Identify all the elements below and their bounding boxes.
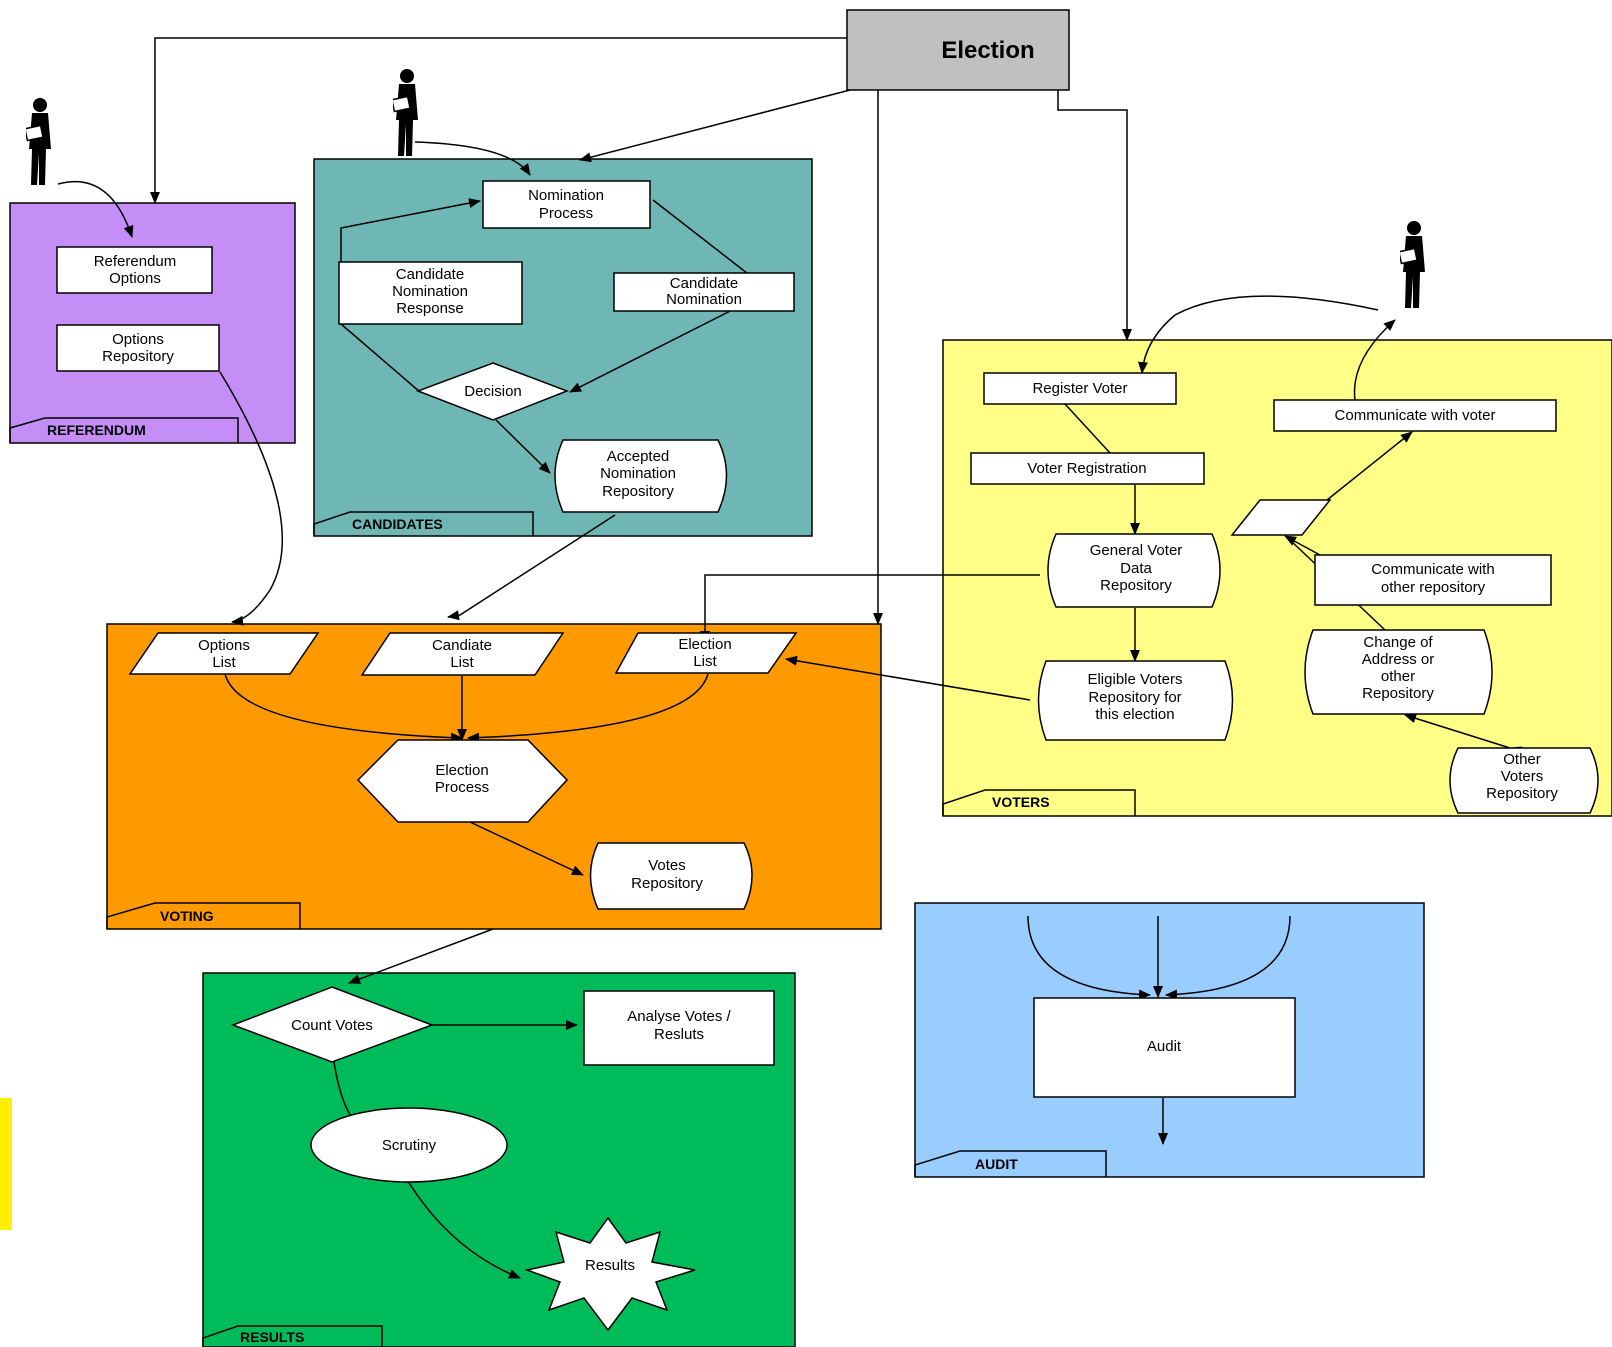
voting-section-label: VOTING (160, 908, 214, 924)
communicate-with-voter-box: Communicate with voter (1273, 399, 1557, 432)
svg-text:Voter Registration: Voter Registration (1027, 460, 1146, 477)
svg-text:Communicate with voter: Communicate with voter (1335, 407, 1496, 424)
person-icon (1400, 220, 1426, 309)
svg-text:Scrutiny: Scrutiny (382, 1137, 437, 1154)
voters-section-label: VOTERS (992, 794, 1050, 810)
candidates-section-label: CANDIDATES (352, 516, 443, 532)
connectors (57, 37, 1522, 1279)
audit-box: Audit (1033, 997, 1296, 1098)
data-parallelogram (1230, 499, 1332, 536)
svg-text:Results: Results (585, 1257, 635, 1274)
person-icon (393, 68, 419, 157)
election-box (846, 9, 1070, 91)
election-title: Election (941, 37, 1034, 64)
svg-text:Audit: Audit (1147, 1038, 1182, 1055)
referendum-section: REFERENDUM (9, 202, 296, 444)
results-star: Results (524, 1216, 696, 1332)
audit-section-label: AUDIT (975, 1156, 1018, 1172)
svg-text:Analyse Votes /Resluts: Analyse Votes /Resluts (627, 1008, 731, 1043)
svg-text:Register Voter: Register Voter (1032, 380, 1127, 397)
svg-text:Count Votes: Count Votes (291, 1017, 373, 1034)
scrutiny-ellipse: Scrutiny (310, 1107, 508, 1183)
count-votes-diamond: Count Votes (230, 986, 435, 1063)
person-icon (26, 97, 52, 186)
analyse-votes-box: Analyse Votes /Resluts (583, 990, 775, 1066)
voter-registration-box: Voter Registration (970, 452, 1205, 485)
referendum-section-label: REFERENDUM (47, 422, 146, 438)
decision-diamond: Decision (415, 362, 570, 421)
results-section-label: RESULTS (240, 1329, 304, 1345)
register-voter-box: Register Voter (983, 372, 1177, 405)
side-mark (0, 1098, 12, 1230)
svg-text:Decision: Decision (464, 383, 522, 400)
